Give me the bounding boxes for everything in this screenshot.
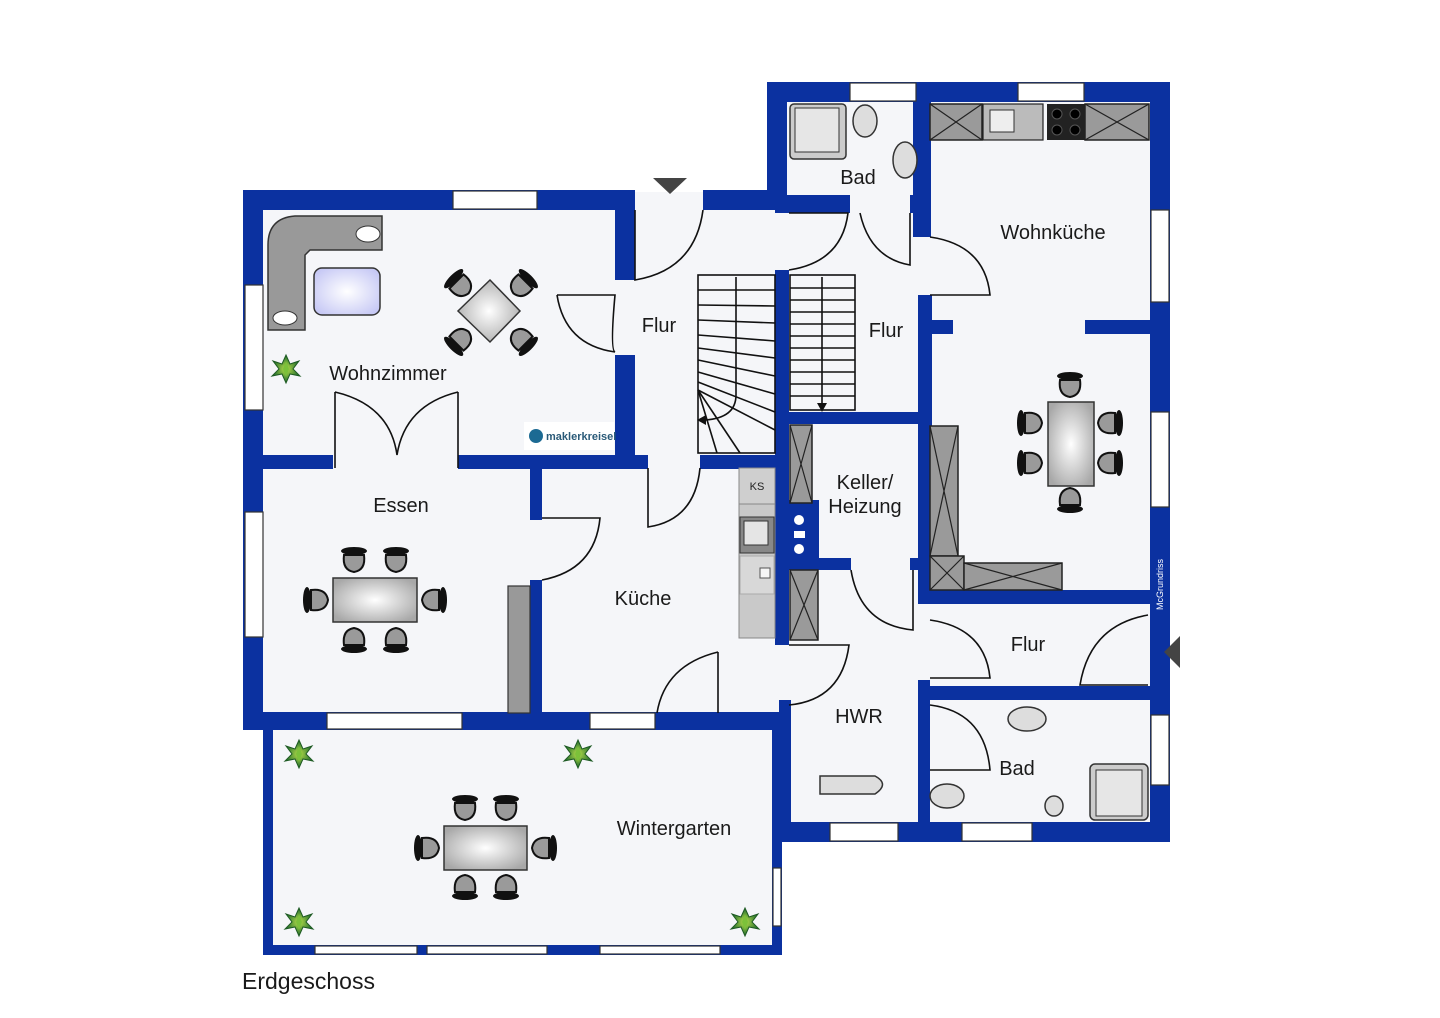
room-label-bad-top: Bad: [840, 167, 876, 189]
wohnkueche-kitchen-top: [929, 103, 1150, 141]
doors: [334, 209, 1149, 771]
staircase-left: [697, 274, 776, 454]
room-label-wohnkueche: Wohnküche: [1000, 222, 1105, 244]
room-label-hwr: HWR: [835, 706, 883, 728]
hwr-fixtures: [819, 775, 884, 795]
dining-table-wohnkueche: [1016, 371, 1124, 514]
sofa: [267, 215, 383, 331]
room-label-keller-line2: Heizung: [828, 496, 901, 518]
sideboard: [507, 585, 531, 714]
kitchen-counter: KS: [738, 467, 776, 639]
maklerkreisel-logo: maklerkreisel: [524, 422, 616, 450]
bathroom-bottom-fixtures: [929, 706, 1149, 821]
room-label-keller-line1: Keller/: [837, 472, 894, 494]
room-label-flur-center: Flur: [869, 320, 904, 342]
rug: [313, 267, 381, 316]
room-label-wohnzimmer: Wohnzimmer: [329, 363, 447, 385]
room-label-essen: Essen: [373, 495, 429, 517]
room-label-flur-right: Flur: [1011, 634, 1046, 656]
room-label-kueche: Küche: [615, 588, 672, 610]
keller-cabinets: [789, 424, 819, 641]
fridge-label: KS: [750, 481, 765, 493]
dining-table-essen: [302, 546, 448, 654]
room-label-bad-bottom: Bad: [999, 758, 1035, 780]
bathroom-top-fixtures: [789, 103, 918, 179]
mcgrundriss-watermark: McGrundriss: [1155, 558, 1165, 610]
room-label-wintergarten: Wintergarten: [617, 818, 732, 840]
square-table-with-chairs: [440, 265, 542, 360]
floor-caption: Erdgeschoss: [242, 968, 375, 994]
logo-text: maklerkreisel: [546, 431, 616, 443]
dining-table-wintergarten: [413, 794, 558, 901]
room-labels: Wohnzimmer Flur Flur Bad Wohnküche Essen…: [329, 167, 1105, 840]
staircase-right: [789, 274, 856, 412]
windows: [244, 82, 1170, 955]
entrance-arrow-top: [653, 178, 687, 194]
entrance-arrow-right: [1164, 636, 1180, 668]
room-label-flur-left: Flur: [642, 315, 677, 337]
wohnkueche-kitchen-lshape: [929, 425, 1063, 591]
